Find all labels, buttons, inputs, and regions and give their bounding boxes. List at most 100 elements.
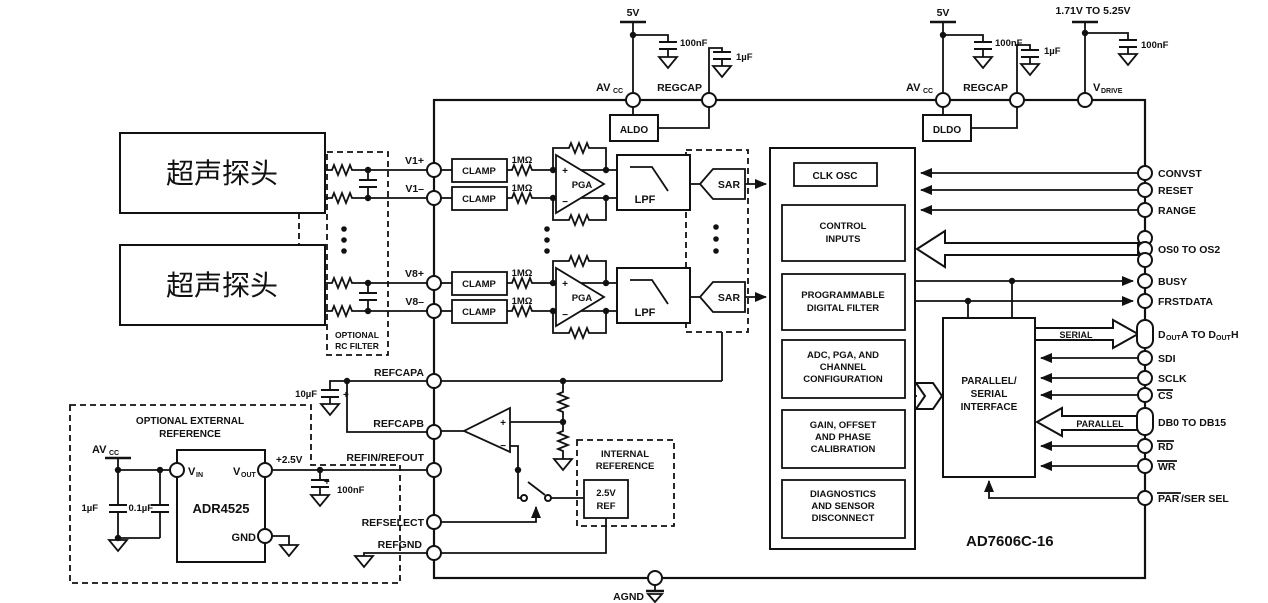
dout-label: D OUT A TO D OUT H [1158, 329, 1239, 342]
pin-wr [1137, 458, 1153, 474]
calibration-line3: CALIBRATION [811, 444, 876, 455]
interface-line3: INTERFACE [961, 402, 1018, 413]
v8p-label: V8+ [405, 268, 424, 280]
internal-ref-line2: REFERENCE [596, 461, 655, 472]
refselect-switch-icon [520, 481, 552, 502]
sar-label-1: SAR [718, 179, 741, 191]
pin-parser-sel [1137, 490, 1153, 506]
clamp-label-2: CLAMP [462, 194, 496, 205]
svg-text:OUT: OUT [1166, 335, 1182, 342]
rd-label: RD [1158, 441, 1174, 453]
dashed-regions [69, 149, 749, 584]
pin-frstdata [1137, 293, 1153, 309]
ext-cap-1uf-label: 1µF [81, 503, 98, 514]
pin-cs [1137, 387, 1153, 403]
calibration-line2: AND PHASE [815, 432, 871, 443]
os-label: OS0 TO OS2 [1158, 244, 1220, 256]
frstdata-label: FRSTDATA [1158, 296, 1213, 308]
pga-label-1: PGA [572, 180, 593, 191]
refgnd-label: REFGND [378, 539, 423, 551]
avcc-right-label: AV [906, 82, 921, 94]
rc-filter-label-2: RC FILTER [335, 341, 379, 351]
ext-ref-title-line1: OPTIONAL EXTERNAL [136, 416, 244, 427]
dldo-block [922, 114, 972, 142]
junction-dots [114, 29, 1089, 542]
pin-os2 [1137, 252, 1153, 268]
pin-db-bus [1136, 407, 1154, 436]
r1m-label-1: 1MΩ [512, 155, 533, 166]
cap-10uf-label: 10µF [295, 389, 317, 400]
pin-adr-gnd [257, 528, 273, 544]
pga1-minus: − [562, 197, 568, 208]
adr4525-block [176, 449, 266, 563]
clamp-blocks [451, 158, 508, 324]
pin-refcapa [426, 373, 442, 389]
ext-cap-01uf-label: 0.1µF [129, 503, 154, 514]
cap-1uf-left-label: 1µF [736, 52, 753, 63]
pin-adr-vin [169, 462, 185, 478]
supply-5v-right-label: 5V [937, 7, 950, 19]
pin-busy [1137, 273, 1153, 289]
vdrive-label: V [1093, 82, 1101, 94]
sar-blocks [698, 168, 746, 313]
ref-2v5-line1: 2.5V [596, 488, 616, 499]
avcc-right-sub: CC [923, 88, 933, 95]
pga1-plus: + [562, 166, 568, 177]
cap-100nf-ref-label: 100nF [337, 485, 365, 496]
optional-external-reference-box [69, 404, 401, 584]
parallel-serial-interface-block [942, 317, 1036, 478]
vout-label: V [233, 466, 241, 478]
chip-name-label: AD7606C-16 [966, 533, 1054, 550]
aldo-label: ALDO [620, 125, 649, 136]
pin-avcc-left [625, 92, 641, 108]
digital-filter-block [781, 273, 906, 331]
regcap-left-label: REGCAP [657, 82, 702, 94]
pga-amplifiers [555, 153, 606, 328]
svg-text:PAR: PAR [1158, 493, 1180, 505]
ultrasound-probe-1-label: 超声探头 [166, 158, 278, 189]
range-label: RANGE [1158, 205, 1196, 217]
pin-convst [1137, 165, 1153, 181]
avcc-left-sub: CC [613, 88, 623, 95]
config-to-interface-arrow [914, 382, 944, 410]
os-bus-arrow [915, 229, 1139, 269]
clk-osc-label: CLK OSC [813, 171, 858, 182]
pin-refinout [426, 462, 442, 478]
pin-agnd [647, 570, 663, 586]
parallel-bus-label: PARALLEL [1076, 419, 1124, 429]
parser-sel-label: PAR /SER SEL [1157, 492, 1229, 505]
ultrasound-probe-1-box [119, 132, 326, 214]
pin-range [1137, 202, 1153, 218]
digital-filter-line2: DIGITAL FILTER [807, 303, 879, 314]
cap-100nf-vdrive-label: 100nF [1141, 40, 1169, 51]
refamp-minus: − [500, 441, 506, 452]
adc-config-line1: ADC, PGA, AND [807, 350, 879, 361]
control-inputs-line2: INPUTS [826, 234, 861, 245]
plus25v-label: +2.5V [276, 455, 303, 466]
ref-2v5-line2: REF [597, 501, 616, 512]
vin-sub: IN [196, 472, 203, 479]
lpf-label-2: LPF [635, 307, 656, 319]
refcapb-label: REFCAPB [373, 418, 424, 430]
convst-label: CONVST [1158, 168, 1202, 180]
digital-filter-line1: PROGRAMMABLE [801, 290, 884, 301]
clamp-label-1: CLAMP [462, 166, 496, 177]
cap-1uf-right-label: 1µF [1044, 46, 1061, 57]
wr-label: WR [1158, 461, 1176, 473]
pin-regcap-left [701, 92, 717, 108]
control-inputs-line1: CONTROL [820, 221, 867, 232]
vin-label: V [188, 466, 196, 478]
dldo-label: DLDO [933, 125, 962, 136]
regcap-right-label: REGCAP [963, 82, 1008, 94]
adr-gnd-label: GND [232, 532, 257, 544]
ultrasound-probe-2-box [119, 244, 326, 326]
r1m-label-4: 1MΩ [512, 296, 533, 307]
pin-refcapb [426, 424, 442, 440]
ext-ref-title-line2: REFERENCE [159, 429, 221, 440]
optional-rc-filter-box [326, 151, 389, 356]
interface-line2: SERIAL [971, 389, 1008, 400]
sar-group-box [685, 149, 749, 333]
wires [117, 22, 1138, 591]
serial-bus-label: SERIAL [1059, 330, 1093, 340]
